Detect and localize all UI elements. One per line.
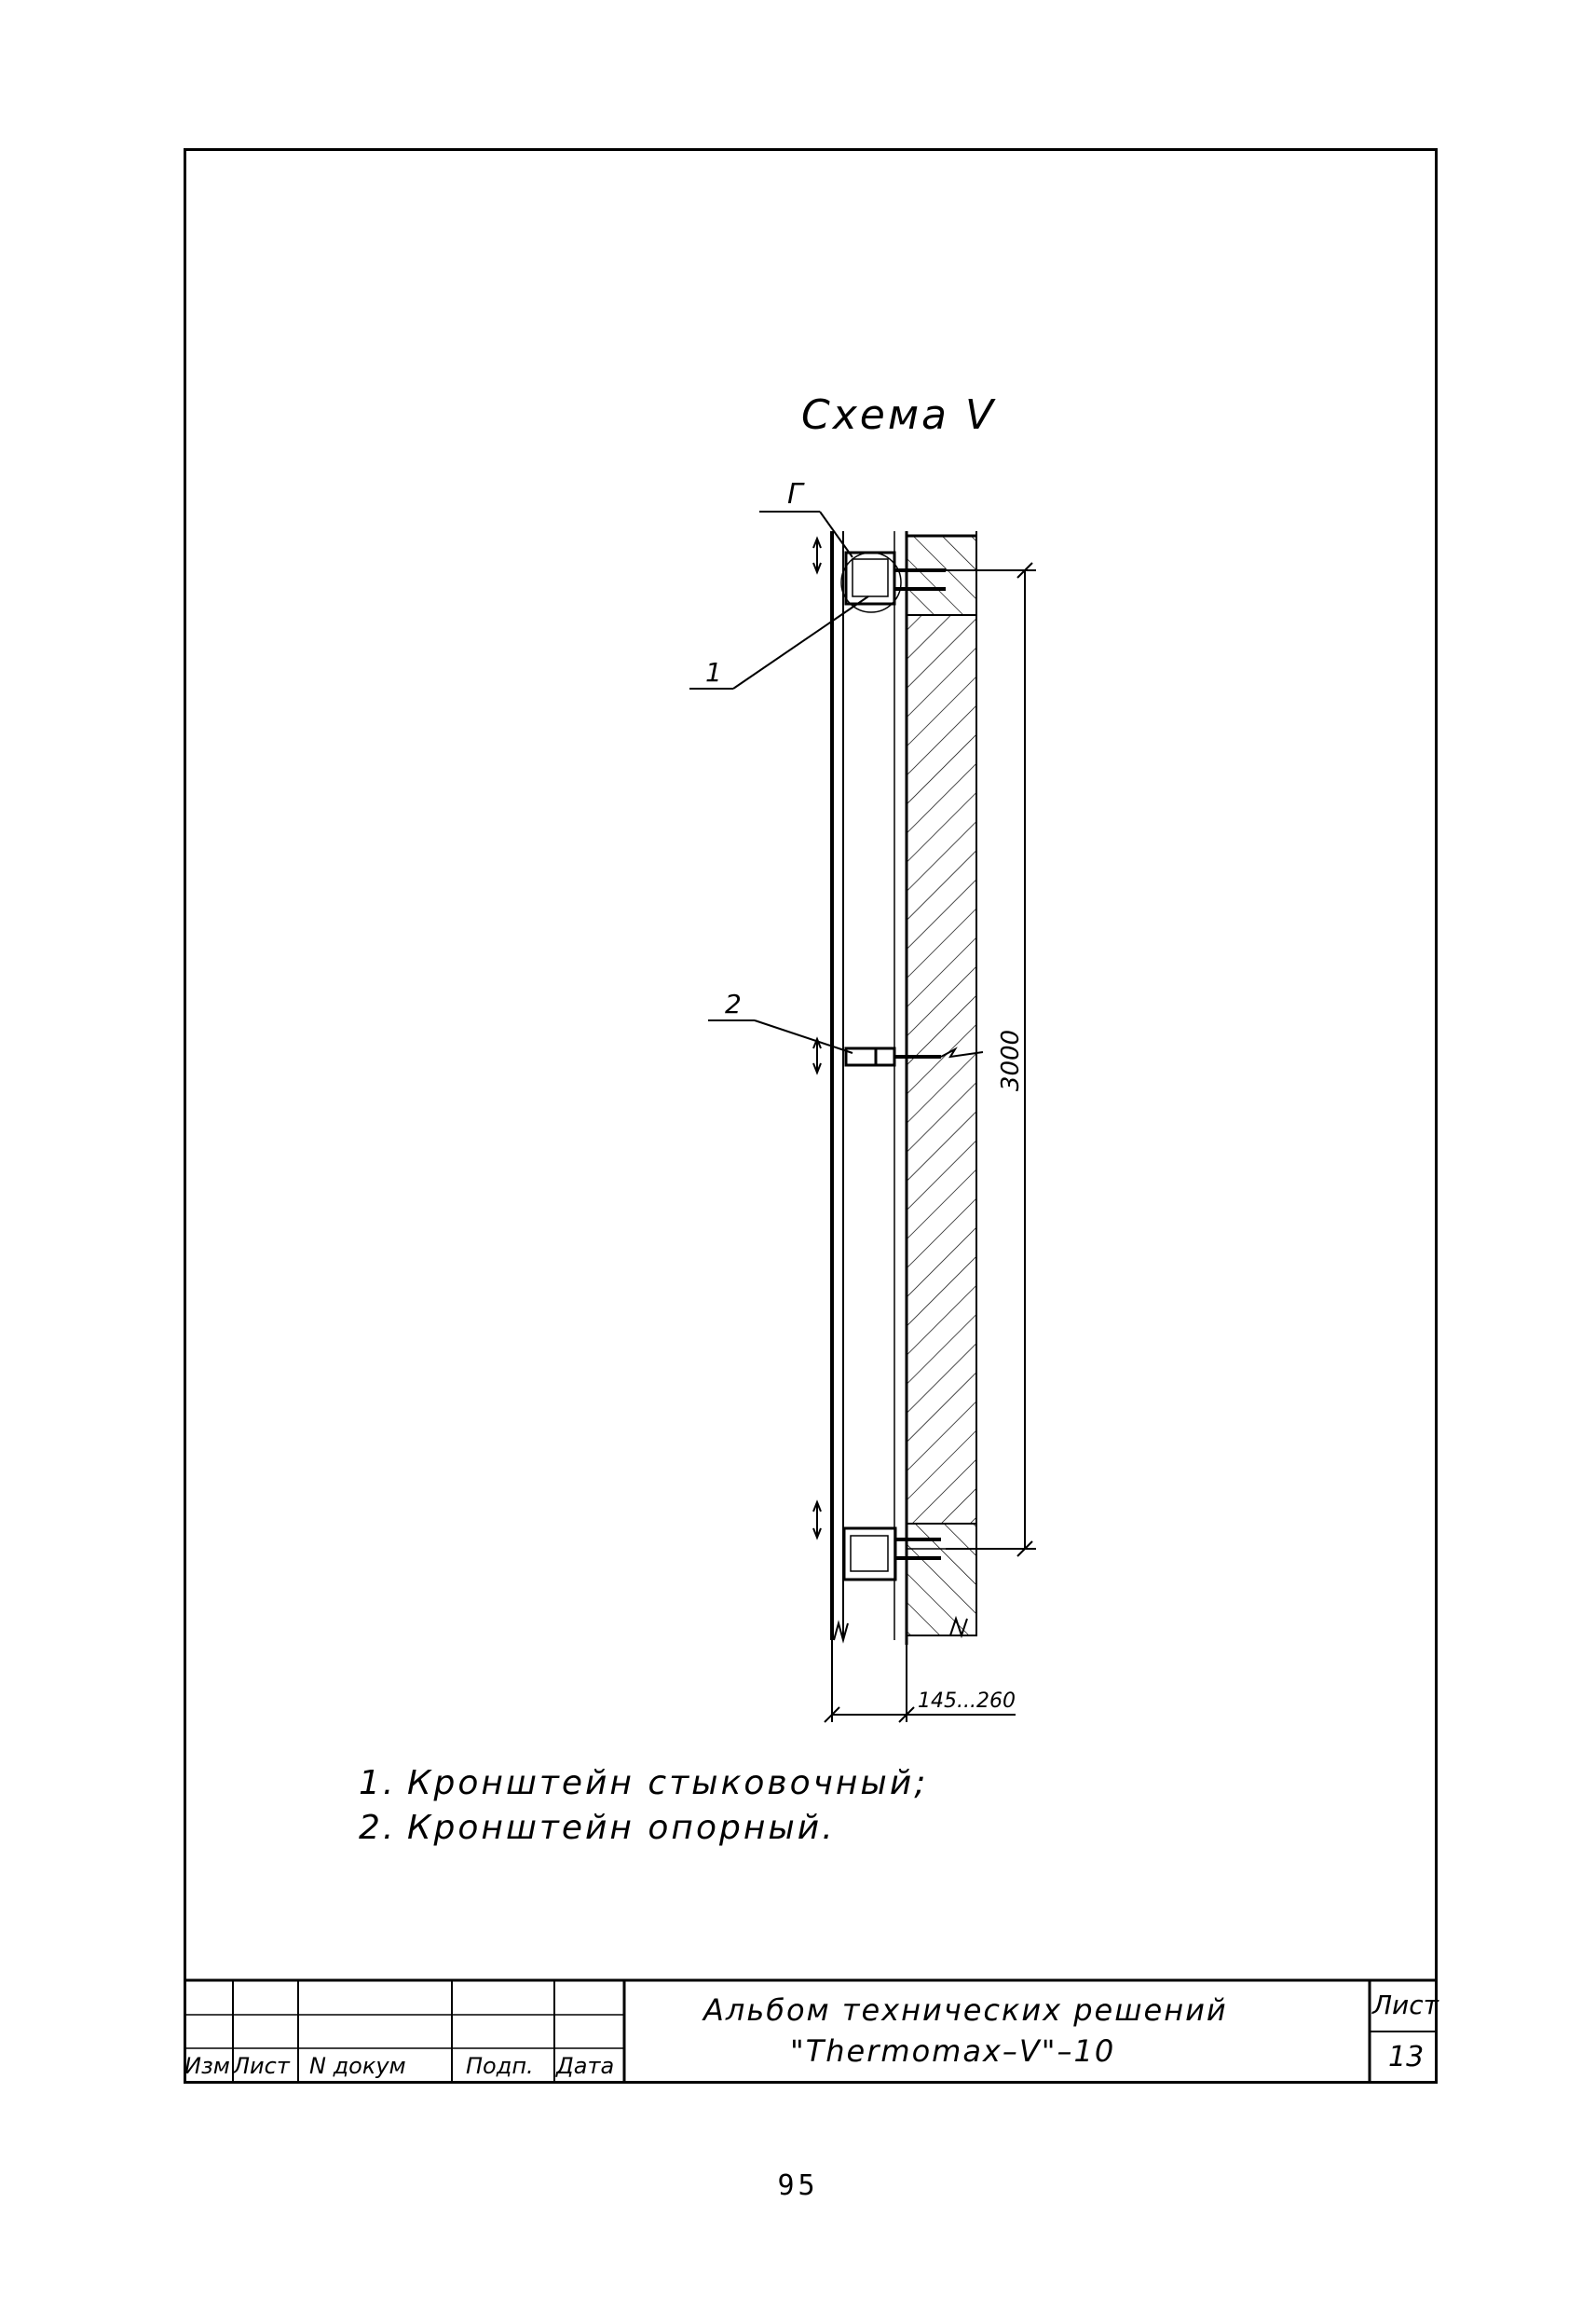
sheet-label: Лист bbox=[1372, 1990, 1439, 2020]
tb-header-podp: Подп. bbox=[466, 2053, 534, 2079]
album-title-line2: "Thermomax–V"–10 bbox=[790, 2033, 1116, 2069]
legend: 1.Кронштейн стыковочный; 2.Кронштейн опо… bbox=[359, 1761, 928, 1851]
callout-1-label: 1 bbox=[705, 657, 722, 688]
title-block bbox=[184, 1978, 1438, 2084]
sheet-frame bbox=[184, 148, 1438, 2084]
tb-header-izm: Изм bbox=[184, 2053, 230, 2079]
wall-section bbox=[905, 531, 977, 1645]
dimension-gap-label: 145...260 bbox=[918, 1690, 1016, 1713]
tb-header-n-dokum: N докум bbox=[309, 2053, 406, 2079]
callout-g-label: Г bbox=[787, 478, 805, 511]
tb-header-list: Лист bbox=[233, 2053, 290, 2079]
legend-item-2: 2.Кронштейн опорный. bbox=[359, 1809, 836, 1847]
bracket-top bbox=[840, 551, 946, 613]
dimension-height-label: 3000 bbox=[997, 1030, 1025, 1091]
dimension-gap bbox=[824, 1640, 1016, 1723]
callout-1-leader bbox=[689, 595, 869, 690]
bracket-middle bbox=[844, 1047, 941, 1067]
album-title-line1: Альбом технических решений bbox=[703, 1992, 1228, 2028]
scheme-title: Схема V bbox=[801, 391, 997, 439]
callout-2-leader bbox=[708, 1019, 853, 1054]
sheet-number: 13 bbox=[1388, 2041, 1425, 2073]
tb-header-data: Дата bbox=[556, 2053, 615, 2079]
callout-view-g bbox=[759, 511, 853, 558]
page-number: 95 bbox=[777, 2169, 819, 2202]
slab-top bbox=[906, 534, 977, 616]
dimension-height bbox=[946, 562, 1036, 1557]
callout-2-label: 2 bbox=[725, 989, 742, 1019]
cladding-panel bbox=[830, 531, 895, 1644]
legend-item-1: 1.Кронштейн стыковочный; bbox=[359, 1764, 929, 1802]
movement-arrows bbox=[812, 536, 822, 1540]
bracket-bottom bbox=[842, 1526, 941, 1581]
